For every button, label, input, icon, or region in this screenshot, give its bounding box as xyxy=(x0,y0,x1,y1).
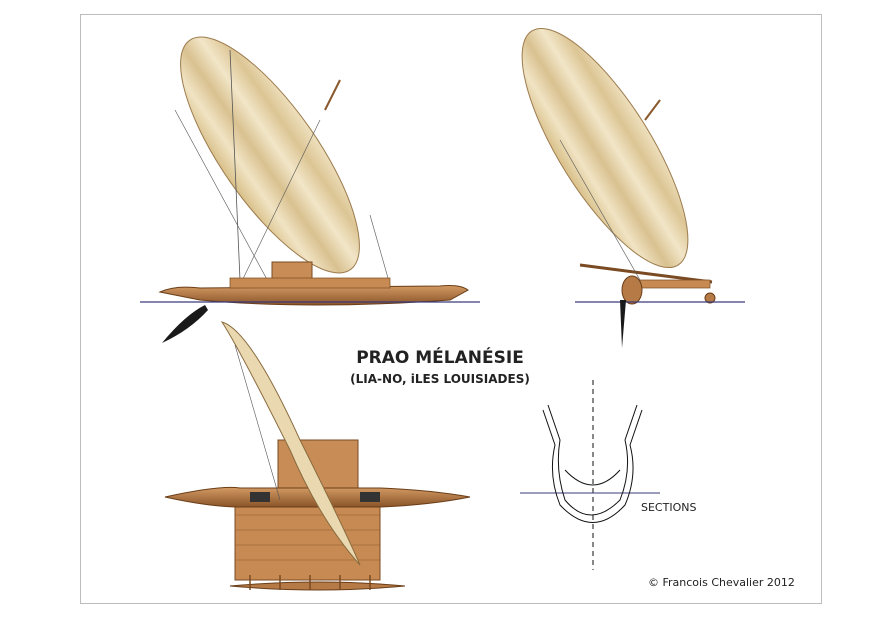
sections-label: SECTIONS xyxy=(641,501,697,514)
sail-side xyxy=(180,36,360,274)
plan-view xyxy=(164,321,471,591)
steering-paddle xyxy=(162,305,208,343)
drawing-frame xyxy=(80,14,822,604)
hull-sections xyxy=(520,380,660,570)
drawing-title: PRAO MÉLANÉSIE xyxy=(356,348,524,368)
side-view xyxy=(140,36,480,343)
drawing-subtitle: (LIA-NO, iLES LOUISIADES) xyxy=(350,372,530,386)
copyright-text: © Francois Chevalier 2012 xyxy=(648,576,795,589)
front-view xyxy=(521,27,745,348)
